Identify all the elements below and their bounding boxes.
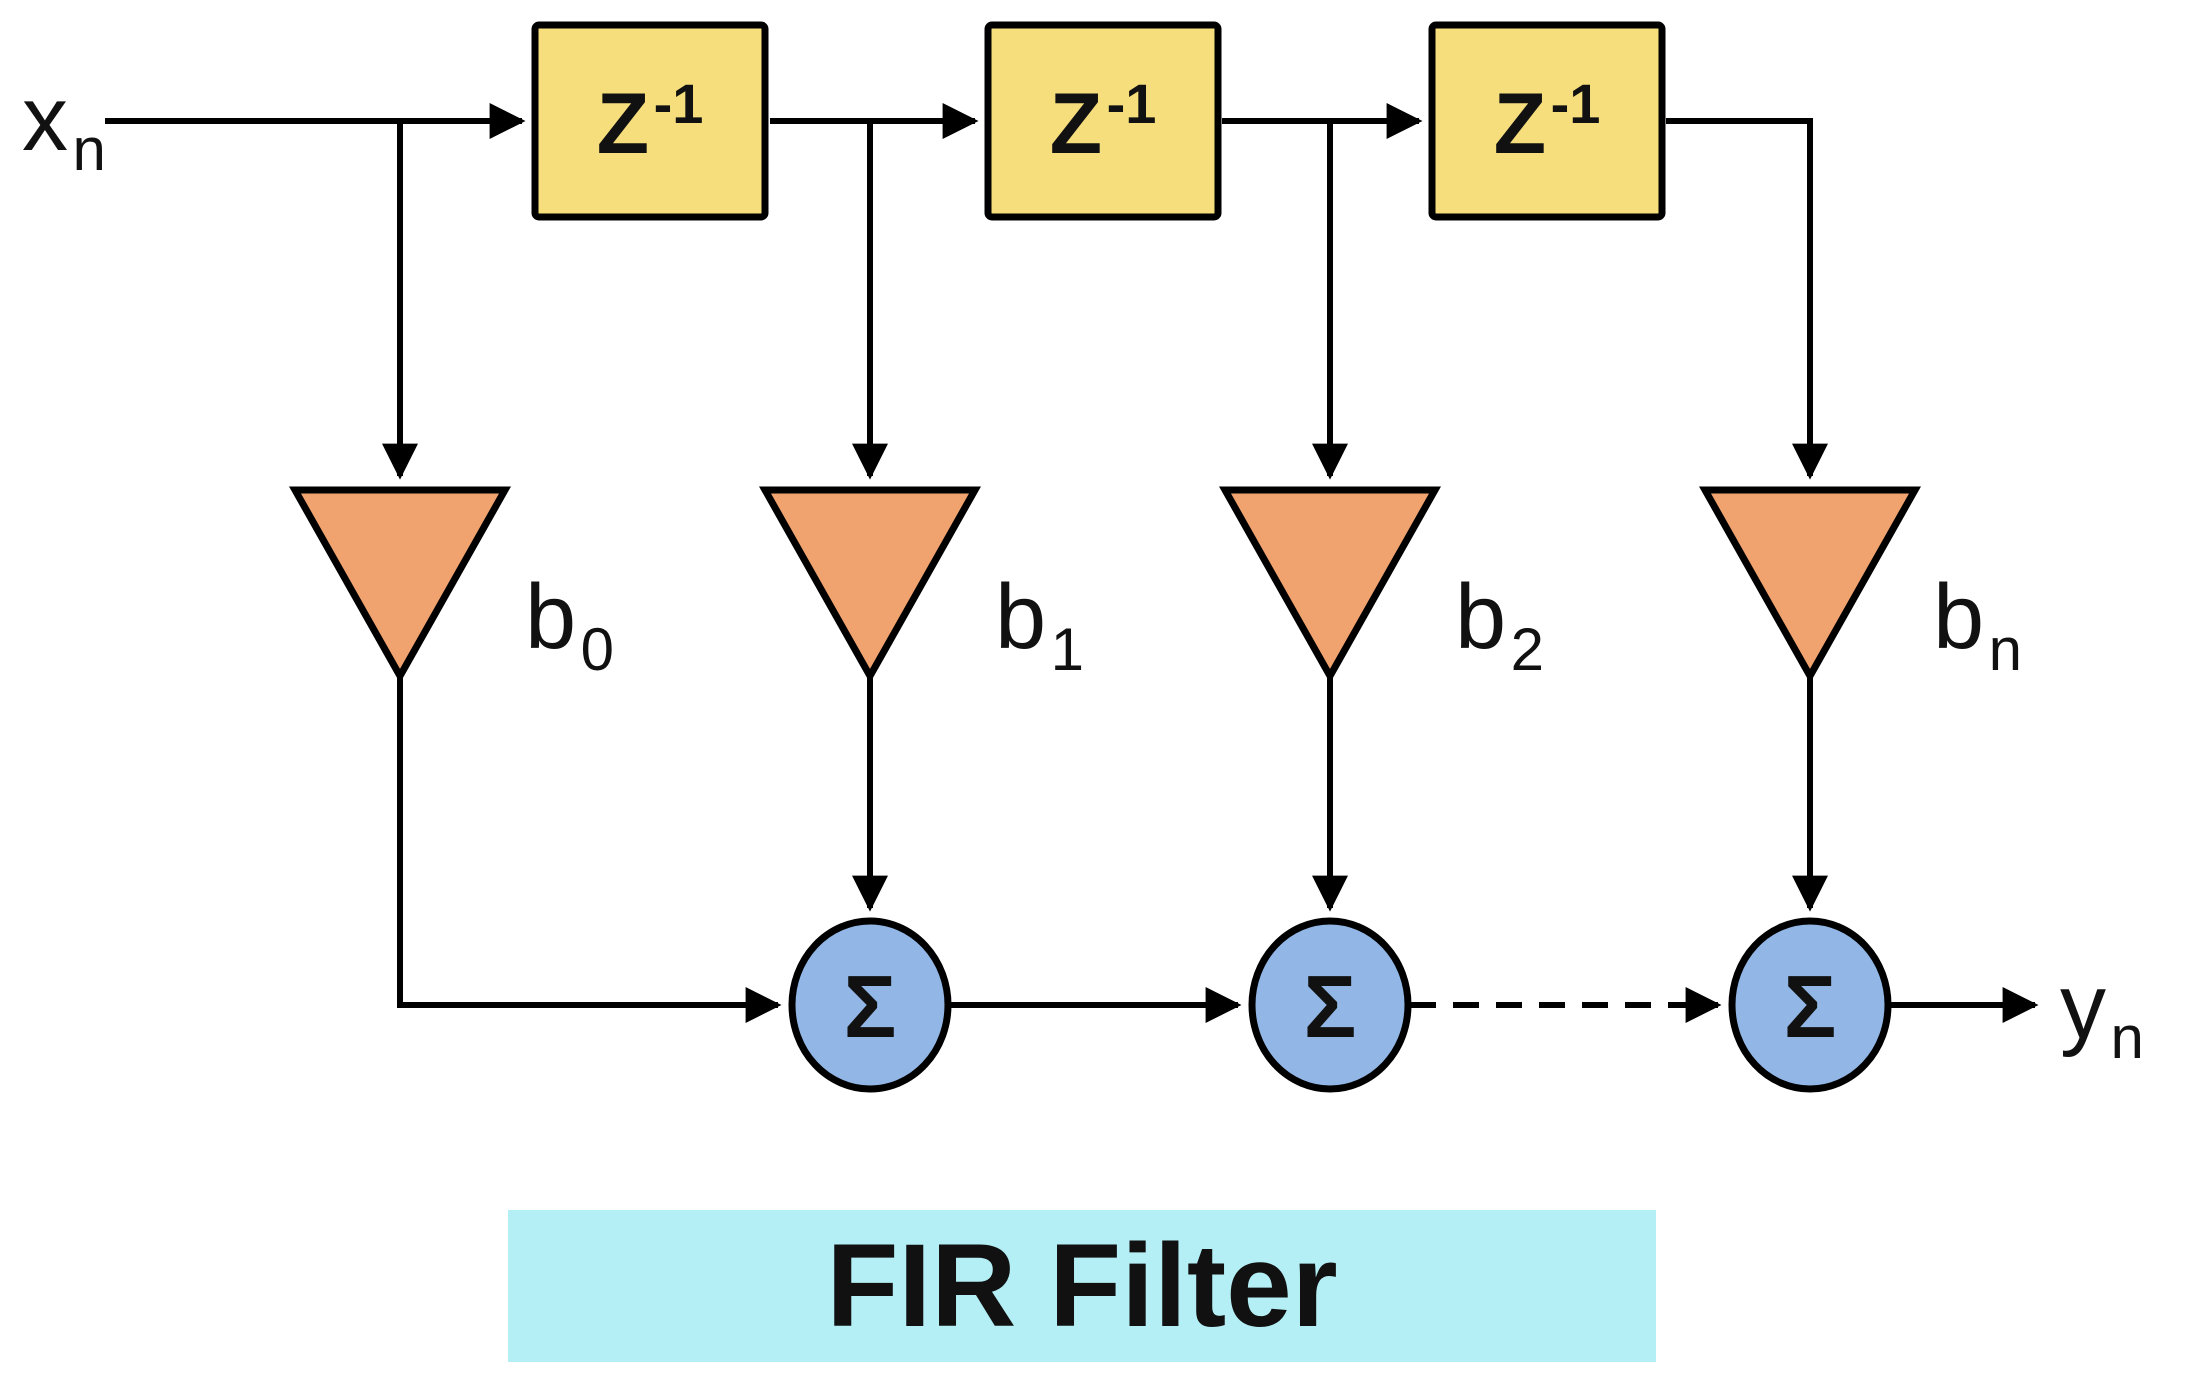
coeff-label-bn: b n xyxy=(1933,566,2022,683)
delay-label-3: Z -1 xyxy=(1494,72,1601,172)
delay-block-3 xyxy=(1428,21,1666,221)
labels: x n Z -1 Z -1 Z -1 b 0 b 1 xyxy=(22,68,2144,1352)
delay-label-2: Z -1 xyxy=(1050,72,1157,172)
summer-3-circle xyxy=(1728,917,1892,1093)
delay-block-2 xyxy=(984,21,1222,221)
sum-label-3: Σ xyxy=(1784,957,1837,1056)
summer-2-circle xyxy=(1248,917,1412,1093)
delay-block-1 xyxy=(531,21,769,221)
title-banner xyxy=(508,1210,1656,1362)
multiplier-b0-triangle xyxy=(289,486,511,684)
title-label: FIR Filter xyxy=(826,1220,1337,1352)
multiplier-b1-triangle xyxy=(759,486,981,684)
multiplier-bn-triangle xyxy=(1699,486,1921,684)
multiplier-b2-triangle xyxy=(1219,486,1441,684)
coeff-label-b2: b 2 xyxy=(1455,566,1544,683)
output-label: y n xyxy=(2060,956,2144,1071)
coeff-label-b1: b 1 xyxy=(995,566,1084,683)
wire-delay3-to-bn xyxy=(1666,118,1828,480)
delay-label-1: Z -1 xyxy=(597,72,704,172)
sum-label-2: Σ xyxy=(1304,957,1357,1056)
summer-1-circle xyxy=(788,917,952,1093)
wire-b0-to-sum1 xyxy=(397,678,782,1023)
sum-label-1: Σ xyxy=(844,957,897,1056)
input-label: x n xyxy=(22,68,106,183)
signal-wires xyxy=(105,103,2039,1023)
component-shapes xyxy=(289,21,1921,1093)
coeff-label-b0: b 0 xyxy=(525,566,614,683)
